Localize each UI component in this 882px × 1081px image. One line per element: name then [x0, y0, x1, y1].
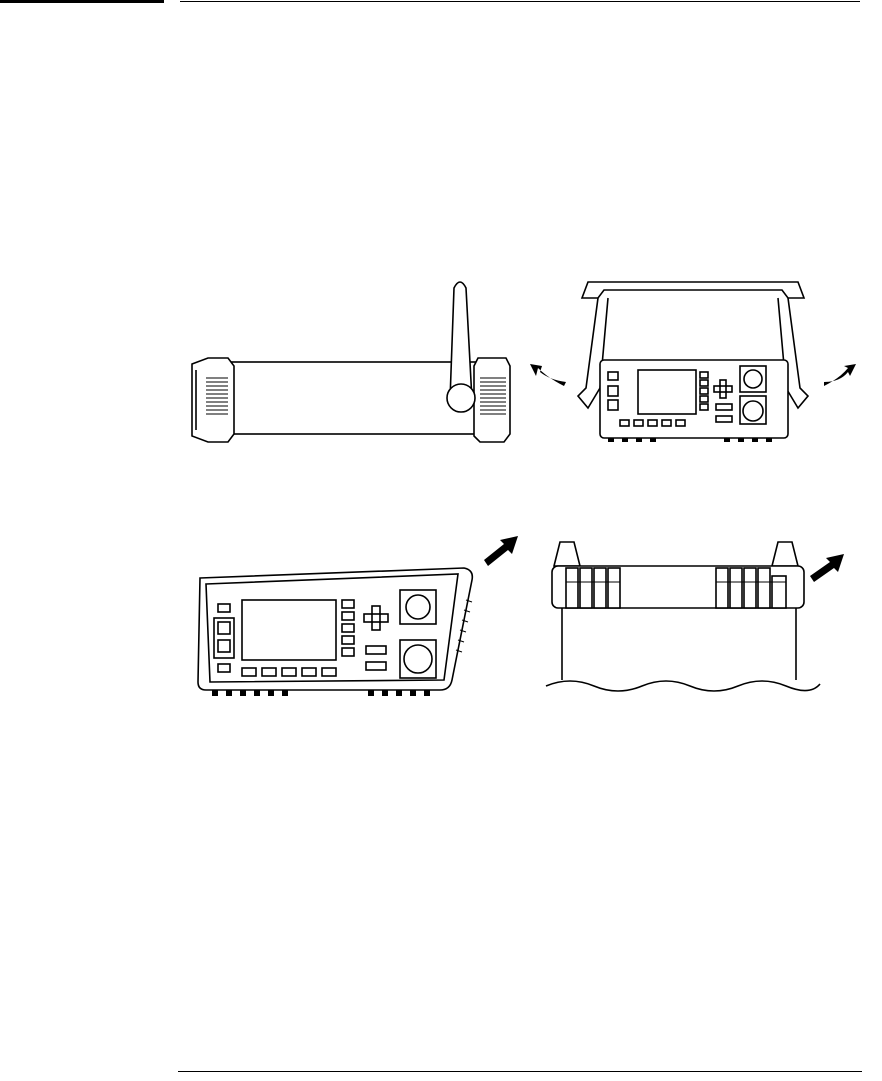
rotate-left-arrow-icon: [530, 364, 566, 386]
remove-arrow-icon: [810, 554, 844, 582]
header-rule-thin: [180, 1, 860, 2]
footer-rule: [178, 1071, 862, 1072]
figure-front-view: [528, 268, 858, 448]
bumper-removal-illustration: [540, 530, 860, 700]
figure-bumper-rotated: [188, 530, 522, 700]
figure-bumper-removal: [540, 530, 860, 700]
rotate-right-arrow-icon: [824, 364, 856, 386]
bumper-rotated-illustration: [188, 530, 522, 700]
header-rule-thick: [0, 0, 164, 3]
pull-out-arrow-icon: [484, 536, 518, 566]
front-view-illustration: [528, 268, 858, 448]
side-view-illustration: [188, 270, 518, 450]
figure-side-view: [188, 270, 518, 450]
